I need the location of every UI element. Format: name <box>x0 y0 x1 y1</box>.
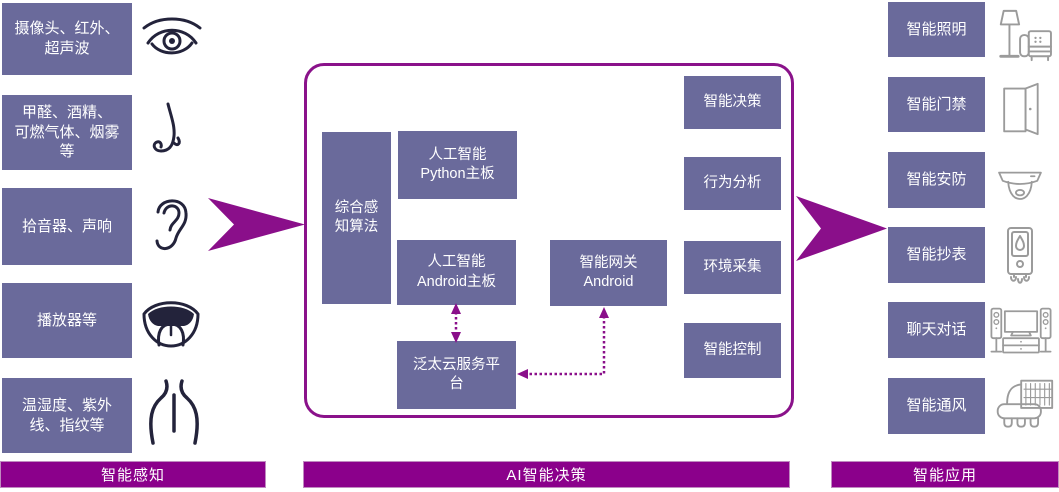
application-box-security: 智能安防 <box>888 152 985 208</box>
perception-box-audio: 拾音器、声响 <box>2 188 132 265</box>
connector-arrows <box>420 295 620 385</box>
node-behavior: 行为分析 <box>684 157 781 210</box>
node-perception-algorithm: 综合感 知算法 <box>322 132 391 304</box>
node-decision: 智能决策 <box>684 76 781 129</box>
flow-arrow-left-icon <box>208 196 305 253</box>
perception-box-camera: 摄像头、红外、 超声波 <box>2 3 132 75</box>
meter-reading-icon <box>999 226 1041 288</box>
application-box-chat: 聊天对话 <box>888 302 985 358</box>
node-environment: 环境采集 <box>684 241 781 294</box>
perception-box-environment: 温湿度、紫外 线、指纹等 <box>2 378 132 453</box>
perception-box-gas: 甲醛、酒精、 可燃气体、烟雾 等 <box>2 95 132 170</box>
node-android-board: 人工智能 Android主板 <box>397 240 516 305</box>
eye-icon <box>139 13 205 63</box>
node-gateway: 智能网关 Android <box>550 240 667 306</box>
ear-icon <box>149 194 195 258</box>
application-box-lighting: 智能照明 <box>888 2 985 57</box>
application-box-ventilation: 智能通风 <box>888 378 985 434</box>
door-access-icon <box>999 82 1041 136</box>
node-control: 智能控制 <box>684 323 781 378</box>
nose-icon <box>146 101 186 161</box>
footer-bar-perception: 智能感知 <box>0 461 266 488</box>
flow-arrow-right-icon <box>796 193 887 264</box>
lighting-icon <box>990 8 1054 64</box>
tongue-icon <box>140 296 202 350</box>
chat-tv-icon <box>987 305 1055 357</box>
perception-box-player: 播放器等 <box>2 283 132 358</box>
footer-bar-application: 智能应用 <box>831 461 1059 488</box>
security-camera-icon <box>991 169 1049 209</box>
node-cloud-platform: 泛太云服务平 台 <box>397 341 516 409</box>
footer-bar-decision: AI智能决策 <box>303 461 790 488</box>
node-python-board: 人工智能 Python主板 <box>398 131 517 199</box>
application-box-meter: 智能抄表 <box>888 227 985 283</box>
ventilation-icon <box>993 377 1055 437</box>
application-box-door: 智能门禁 <box>888 77 985 132</box>
body-icon <box>143 378 205 446</box>
